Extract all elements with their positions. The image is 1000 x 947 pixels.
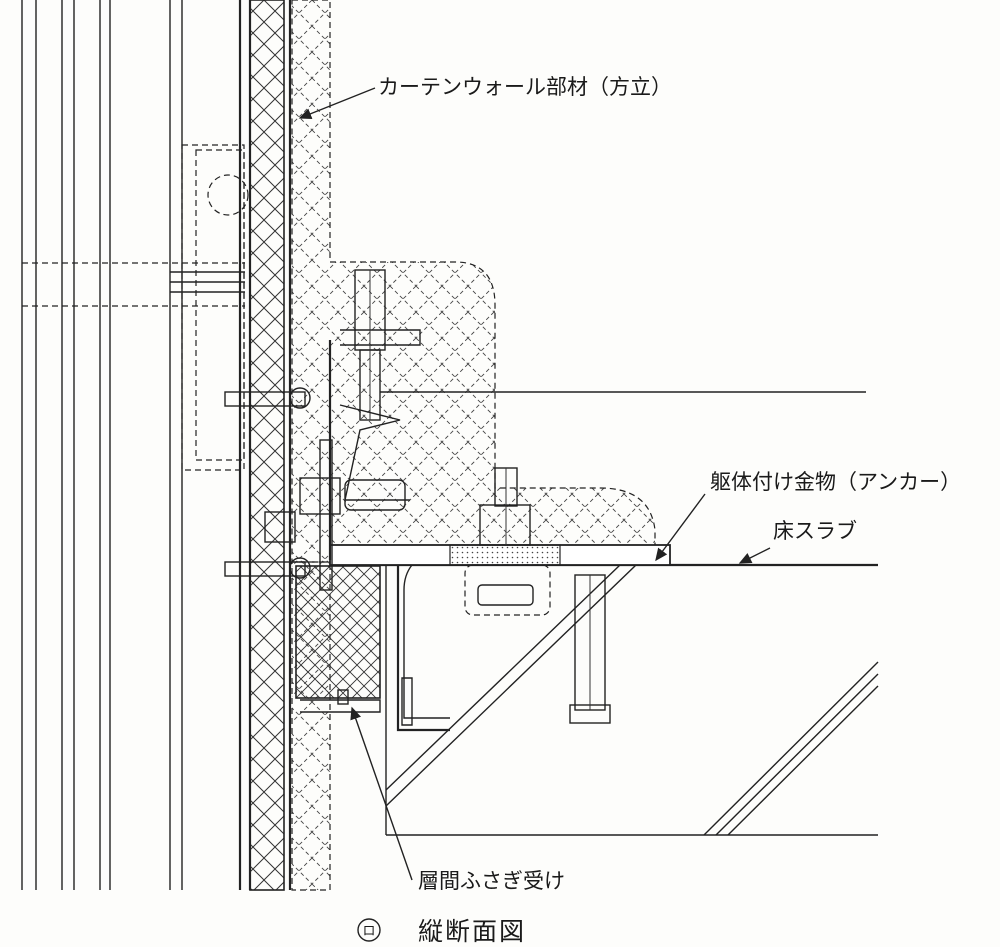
glazing-frame-lines bbox=[21, 0, 252, 890]
label-anchor: 躯体付け金物（アンカー） bbox=[710, 470, 961, 494]
label-mullion: カーテンウォール部材（方立） bbox=[378, 75, 672, 99]
label-floor-slab: 床スラブ bbox=[773, 519, 857, 543]
anchor-hardware bbox=[224, 269, 671, 732]
caption-marker-circle bbox=[357, 918, 381, 942]
figure-caption: ロ 縦断面図 bbox=[357, 917, 526, 946]
leader-lines bbox=[298, 87, 771, 881]
fireproof-coating bbox=[291, 0, 656, 891]
fireproof-cladding-band bbox=[249, 0, 292, 891]
label-receiver: 層間ふさぎ受け bbox=[418, 869, 565, 893]
mullion-hidden-outline bbox=[181, 144, 249, 471]
fill-block bbox=[295, 565, 381, 699]
caption-marker: ロ bbox=[362, 924, 375, 939]
caption-title: 縦断面図 bbox=[418, 917, 526, 946]
